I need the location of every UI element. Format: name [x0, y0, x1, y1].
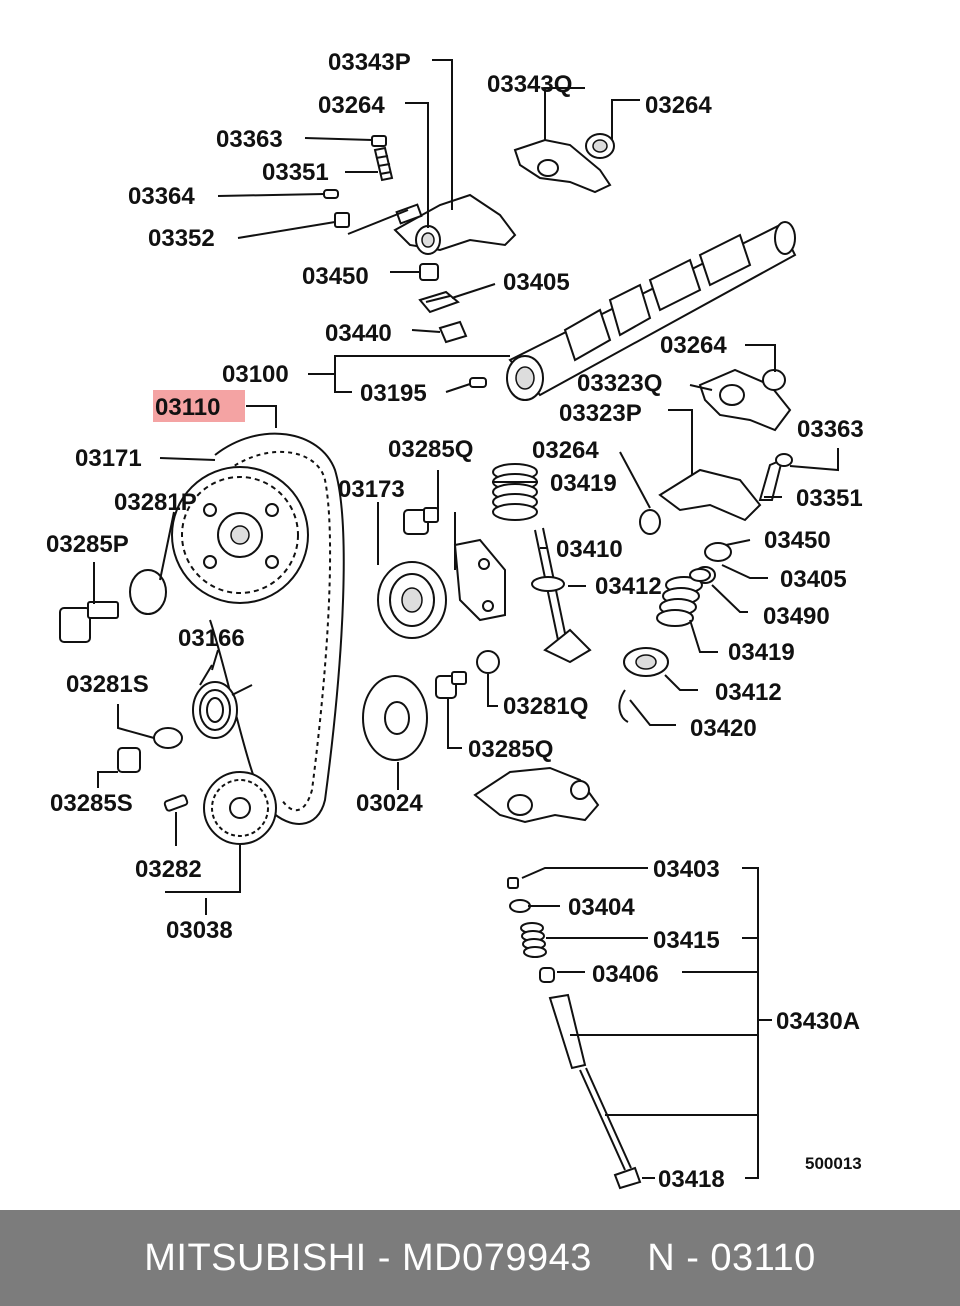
label-03364: 03364	[128, 183, 195, 210]
washer-03024	[362, 675, 428, 761]
label-03285qb: 03285Q	[468, 736, 553, 763]
diagram-id: 500013	[805, 1154, 862, 1173]
callout-labels: 03343P 03343Q 03264 03264 03363 03351 03…	[46, 49, 864, 1193]
label-03282: 03282	[135, 856, 202, 883]
rocker-arm-03323q	[698, 368, 792, 432]
rocker-arm-03323p	[639, 468, 762, 535]
bolt-03285p	[59, 601, 119, 643]
parts-diagram: 03343P 03343Q 03264 03264 03363 03351 03…	[46, 49, 864, 1193]
label-03323p: 03323P	[559, 400, 642, 427]
label-03410: 03410	[556, 536, 623, 563]
label-03323q: 03323Q	[577, 370, 662, 397]
label-03415: 03415	[653, 927, 720, 954]
label-03412a: 03412	[595, 573, 662, 600]
leader-lines	[93, 59, 839, 1179]
crankshaft-sprocket-03038	[203, 771, 277, 845]
label-03404: 03404	[568, 894, 635, 921]
label-03363a: 03363	[216, 126, 283, 153]
label-03351b: 03351	[796, 485, 863, 512]
ref-prefix: N -	[647, 1236, 711, 1279]
label-03450b: 03450	[764, 527, 831, 554]
washer-03281s	[153, 727, 183, 749]
cap-03352	[334, 212, 350, 228]
label-03024: 03024	[356, 790, 423, 817]
highlight-03110	[153, 390, 245, 422]
washer-03281p	[129, 569, 167, 615]
key-03420	[618, 689, 629, 723]
rocker-arm-03343p	[393, 193, 517, 255]
spring-03166	[192, 664, 253, 739]
label-03264a: 03264	[318, 92, 385, 119]
label-03363b: 03363	[797, 416, 864, 443]
retainer-03412b	[623, 647, 669, 677]
label-03403: 03403	[653, 856, 720, 883]
label-03351a: 03351	[262, 159, 329, 186]
valve-spring-03419b	[656, 576, 703, 627]
label-03281s: 03281S	[66, 671, 149, 698]
bolt-03285qa	[403, 507, 439, 535]
label-03171: 03171	[75, 445, 142, 472]
separator: -	[366, 1236, 402, 1279]
label-03412b: 03412	[715, 679, 782, 706]
label-03420: 03420	[690, 715, 757, 742]
label-03166: 03166	[178, 625, 245, 652]
label-03406: 03406	[592, 961, 659, 988]
shim-03450a	[419, 263, 439, 281]
label-03418: 03418	[658, 1166, 725, 1193]
valve-spring-03419a	[492, 463, 538, 521]
label-03264b: 03264	[645, 92, 712, 119]
part-number: MD079943	[401, 1236, 592, 1279]
brand-name: MITSUBISHI	[144, 1236, 367, 1279]
camshaft-sprocket	[171, 466, 309, 604]
rocker-arm-lower	[473, 766, 600, 824]
adjusting-screw-03351b	[758, 453, 793, 501]
label-03110: 03110	[155, 394, 220, 421]
tensioner-03173	[377, 538, 506, 639]
label-03281p: 03281P	[114, 489, 197, 516]
label-03285s: 03285S	[50, 790, 133, 817]
nut-03363a	[371, 135, 387, 147]
lash-adjuster-03430a	[507, 877, 642, 1190]
label-03285qa: 03285Q	[388, 436, 473, 463]
label-03281q: 03281Q	[503, 693, 588, 720]
seal-03490	[689, 568, 711, 582]
pin-03364	[323, 189, 339, 199]
label-03430a: 03430A	[776, 1008, 860, 1035]
label-03264d: 03264	[532, 437, 599, 464]
label-03173: 03173	[338, 476, 405, 503]
label-03195: 03195	[360, 380, 427, 407]
label-03352: 03352	[148, 225, 215, 252]
label-03419a: 03419	[550, 470, 617, 497]
label-03419b: 03419	[728, 639, 795, 666]
adjusting-screw-03351	[373, 146, 394, 182]
label-03440: 03440	[325, 320, 392, 347]
label-03100: 03100	[222, 361, 289, 388]
shim-03450b	[704, 542, 732, 562]
label-03264c: 03264	[660, 332, 727, 359]
tappet-03405a	[418, 290, 460, 314]
label-03343q: 03343Q	[487, 71, 572, 98]
bolt-03285qb	[435, 671, 467, 699]
label-03343p: 03343P	[328, 49, 411, 76]
gap	[592, 1237, 647, 1280]
label-03490: 03490	[763, 603, 830, 630]
ref-number: 03110	[710, 1236, 816, 1279]
label-03450a: 03450	[302, 263, 369, 290]
pin-03282	[163, 794, 189, 812]
part-info-footer: MITSUBISHI - MD079943 N - 03110	[0, 1210, 960, 1306]
washer-03281q	[476, 650, 500, 674]
camshaft-03100	[506, 221, 797, 401]
retainer-03412a	[531, 576, 565, 592]
rocker-arm-03343q	[513, 133, 615, 194]
label-03405b: 03405	[780, 566, 847, 593]
label-03038: 03038	[166, 917, 233, 944]
timing-belt-03110	[209, 432, 345, 825]
pin-03195	[469, 377, 487, 388]
label-03285p: 03285P	[46, 531, 129, 558]
label-03405a: 03405	[503, 269, 570, 296]
bolt-03285s	[117, 747, 141, 773]
cap-03440	[438, 320, 468, 344]
